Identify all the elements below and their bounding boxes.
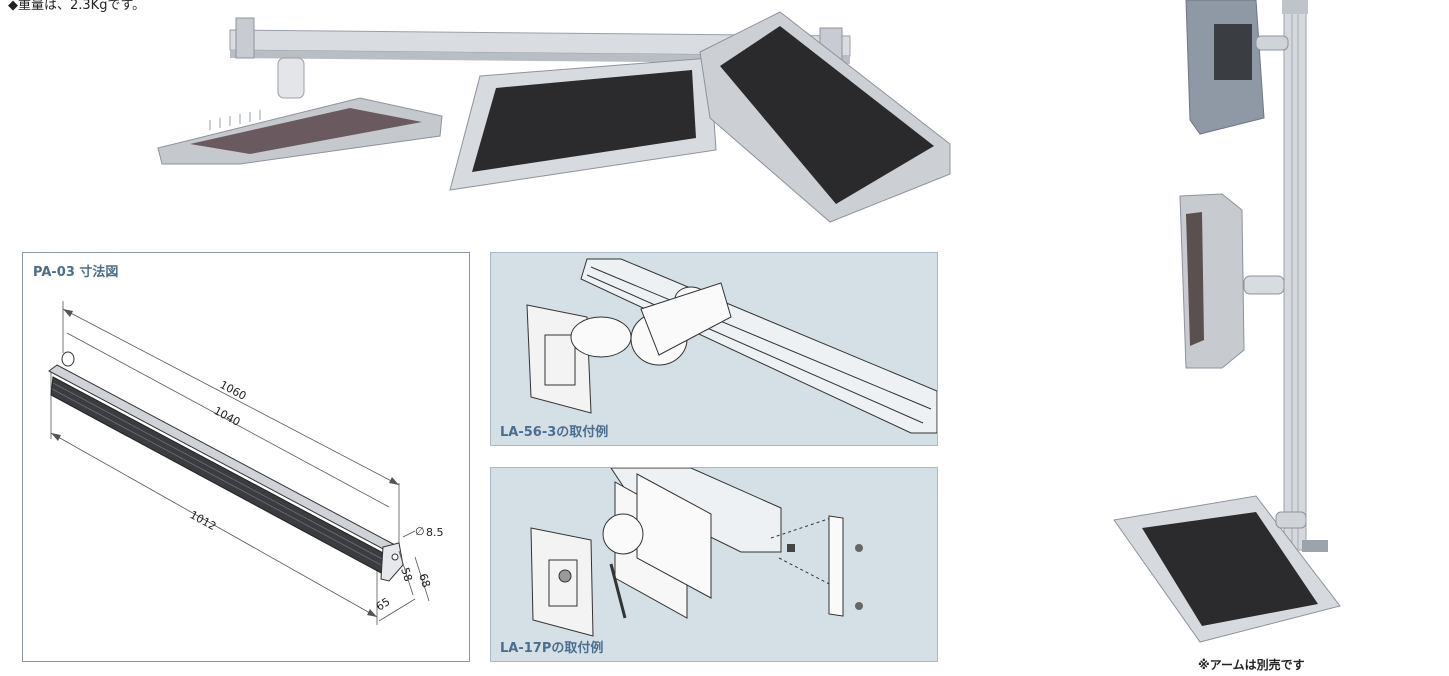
dimension-drawing: 1060 1040 1012 ∅ 8.5 65 58 68 — [48, 301, 444, 625]
example-panel-la-56-3: LA-56-3の取付例 — [490, 252, 938, 446]
example-panel-la-17p: LA-17Pの取付例 — [490, 467, 938, 662]
dim-label-hole-diameter-symbol: ∅ — [415, 525, 425, 538]
dim-label-rail-length: 1012 — [188, 508, 219, 533]
dim-label-overall-length: 1060 — [218, 378, 249, 403]
arm-sold-separately-note: ※アームは別売です — [1198, 658, 1305, 672]
dimension-panel: PA-03 寸法図 — [22, 252, 470, 662]
vertical-rail-photo — [1113, 0, 1341, 643]
mount-example-illustration — [530, 468, 863, 637]
mount-example-illustration — [526, 258, 937, 434]
dim-label-height-outer: 68 — [416, 572, 433, 589]
dim-label-height-inner: 58 — [398, 566, 415, 583]
dim-label-width: 65 — [374, 595, 393, 613]
weight-note: ◆重量は、2.3Kgです。 — [8, 0, 146, 13]
dim-label-hole-pitch: 1040 — [212, 404, 243, 429]
example-caption: LA-56-3の取付例 — [500, 425, 609, 440]
dimension-panel-title: PA-03 寸法図 — [33, 265, 119, 280]
top-product-photo — [157, 11, 951, 223]
dim-label-hole-diameter: 8.5 — [426, 526, 444, 539]
example-caption: LA-17Pの取付例 — [500, 641, 604, 656]
